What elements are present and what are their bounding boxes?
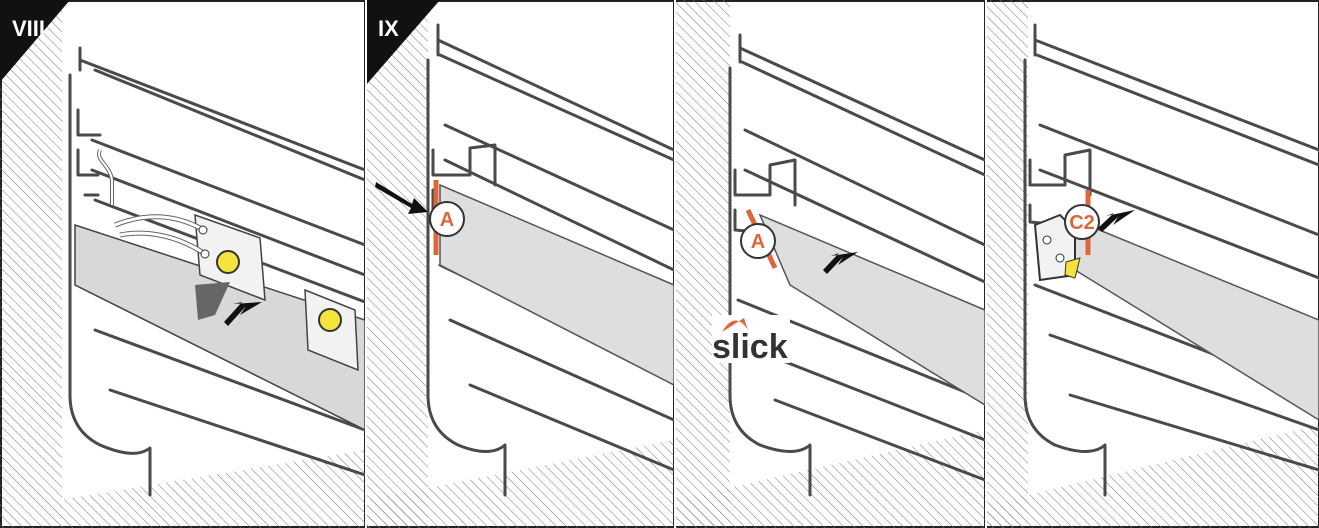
- led-chip-icon: [216, 250, 240, 274]
- led-strip-cover: [439, 183, 674, 386]
- yellow-tab: [1064, 257, 1081, 279]
- marker-a: [429, 201, 465, 237]
- step-badge: [0, 0, 70, 82]
- pointer-arrow-icon: [375, 182, 428, 214]
- panel-step-viii: VIII: [0, 0, 365, 528]
- end-cap: [1033, 213, 1076, 282]
- wall-hatching: [676, 0, 730, 528]
- marker-a-label: A: [751, 231, 765, 253]
- marker-c2-label: C2: [1069, 212, 1095, 234]
- marker-a: [740, 223, 776, 259]
- slick-logo-swoosh-icon: [722, 318, 748, 332]
- floor-hatching: [987, 425, 1319, 528]
- wall-hatching: [367, 0, 428, 528]
- direction-arrow-icon: [823, 252, 858, 274]
- direction-arrow-icon: [224, 302, 262, 326]
- wall-hatching: [0, 0, 62, 528]
- panel-step-ix: A IX: [367, 0, 674, 528]
- slick-logo-text: slick: [712, 328, 788, 366]
- floor-hatching: [60, 450, 365, 528]
- wall-hatching: [987, 0, 1028, 528]
- led-chip-icon: [318, 308, 342, 332]
- marker-a-label: A: [440, 209, 454, 231]
- panel-step-c2: C2: [987, 0, 1319, 528]
- step-badge: [367, 0, 440, 84]
- floor-hatching: [367, 440, 674, 528]
- step-label: IX: [378, 16, 399, 41]
- aluminium-profile: [1023, 23, 1319, 497]
- slick-logo-bg: [712, 315, 790, 363]
- aluminium-profile: [728, 33, 985, 497]
- floor-hatching: [676, 430, 985, 528]
- led-strip: [74, 223, 365, 431]
- peeled-strip: [758, 213, 985, 406]
- panel-peel: A slick: [676, 0, 985, 528]
- pointer-arrow-icon: [1098, 210, 1135, 232]
- marker-c2: [1064, 204, 1100, 240]
- step-label: VIII: [12, 16, 45, 41]
